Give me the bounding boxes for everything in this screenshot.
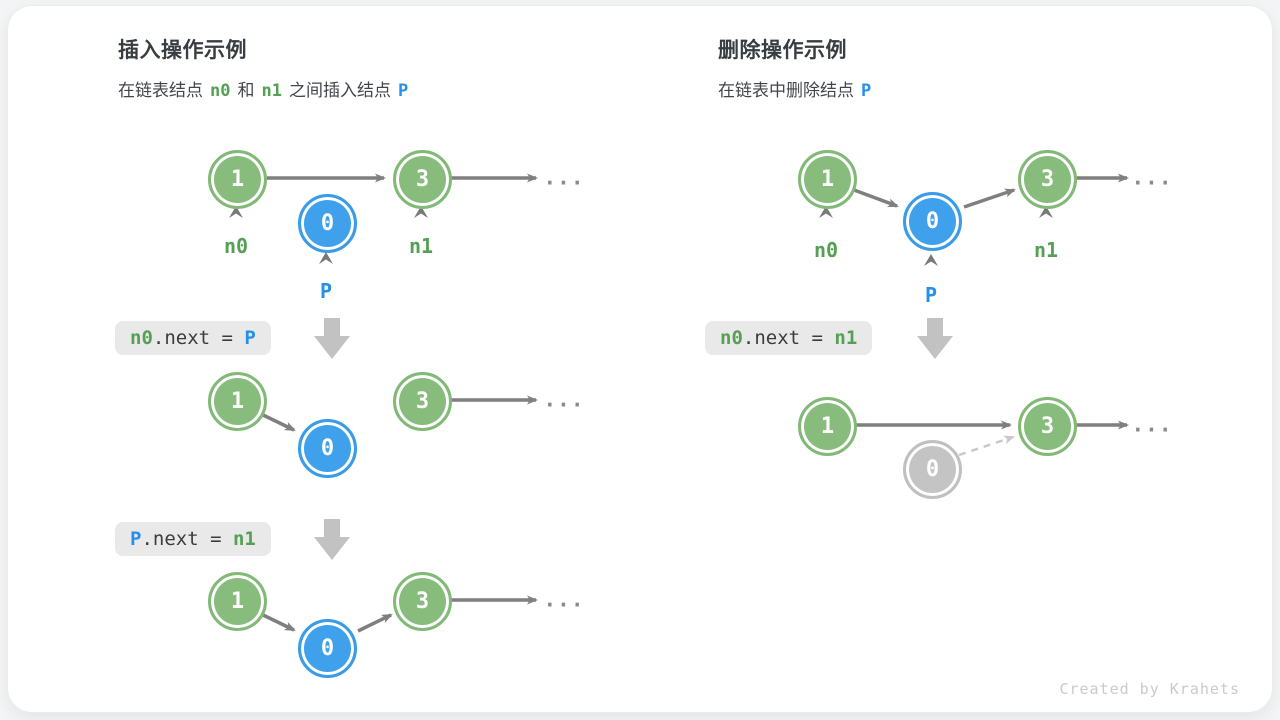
pointer-label-n1: n1: [1033, 238, 1059, 262]
insert-section-title: 插入操作示例: [118, 39, 247, 62]
token-n0: n0: [210, 81, 231, 101]
code-box-n0-next-p: n0.next = P: [115, 321, 271, 355]
ellipsis: ...: [1131, 412, 1173, 437]
ellipsis: ...: [543, 587, 585, 612]
insert-section-subtitle: 在链表结点 n0 和 n1 之间插入结点 P: [118, 76, 415, 101]
list-node-1: 1: [208, 150, 267, 209]
watermark-credit: Created by Krahets: [1059, 680, 1240, 698]
ellipsis: ...: [543, 387, 585, 412]
list-node-1: 1: [798, 150, 857, 209]
code-lhs: P: [130, 528, 142, 550]
subtitle-text: 在链表中删除结点: [718, 81, 854, 100]
code-box-n0-next-n1: n0.next = n1: [705, 321, 873, 355]
token-p: P: [861, 81, 872, 101]
subtitle-text: 和: [237, 81, 255, 100]
pointer-label-n0: n0: [813, 238, 839, 262]
list-node-p: 0: [298, 419, 357, 478]
list-node-3: 3: [393, 572, 452, 631]
code-lhs: n0: [720, 327, 743, 349]
code-rhs: P: [244, 327, 256, 349]
subtitle-text: 之间插入结点: [288, 81, 391, 100]
pointer-label-n1: n1: [408, 234, 434, 258]
delete-section-title: 删除操作示例: [718, 39, 847, 62]
list-node-3: 3: [1018, 150, 1077, 209]
list-node-p-removed: 0: [903, 440, 962, 499]
code-rhs: n1: [834, 327, 858, 349]
pointer-label-n0: n0: [223, 234, 249, 258]
list-node-1: 1: [798, 397, 857, 456]
code-mid: .next =: [152, 327, 245, 349]
list-node-p: 0: [298, 619, 357, 678]
code-rhs: n1: [232, 528, 256, 550]
list-node-1: 1: [208, 372, 267, 431]
pointer-label-p: P: [924, 283, 938, 307]
list-node-p: 0: [903, 192, 962, 251]
list-node-3: 3: [393, 372, 452, 431]
list-node-p: 0: [298, 194, 357, 253]
pointer-label-p: P: [319, 279, 333, 303]
token-n1: n1: [261, 81, 282, 101]
list-node-3: 3: [1018, 397, 1077, 456]
code-mid: .next =: [742, 327, 835, 349]
ellipsis: ...: [543, 165, 585, 190]
code-box-p-next-n1: P.next = n1: [115, 522, 271, 556]
list-node-1: 1: [208, 572, 267, 631]
subtitle-text: 在链表结点: [118, 81, 203, 100]
ellipsis: ...: [1131, 165, 1173, 190]
code-lhs: n0: [130, 327, 153, 349]
token-p: P: [397, 81, 409, 101]
code-mid: .next =: [141, 528, 233, 550]
list-node-3: 3: [393, 150, 452, 209]
delete-section-subtitle: 在链表中删除结点 P: [718, 76, 878, 101]
